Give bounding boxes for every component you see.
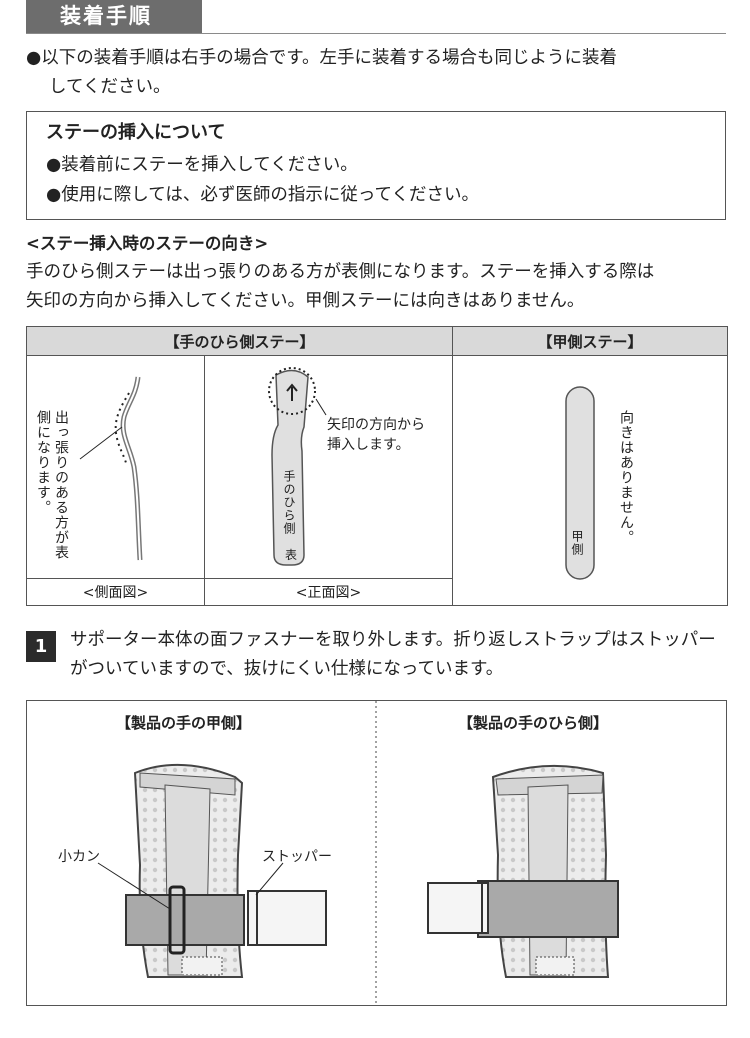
back-stay-header: 【甲側ステー】 bbox=[452, 326, 729, 356]
side-note: 出っ張りのある方が表側になります。 bbox=[35, 410, 69, 560]
illustration-box bbox=[26, 700, 727, 1006]
back-stay-note: 向きはありません。 bbox=[618, 410, 634, 545]
palm-stay-header: 【手のひら側ステー】 bbox=[25, 326, 454, 356]
product-back-illustration bbox=[97, 763, 327, 978]
direction-heading: <ステー挿入時のステーの向き> bbox=[26, 234, 269, 253]
illustration-divider bbox=[375, 701, 377, 1005]
palm-stay-text: 手のひら側 bbox=[282, 470, 296, 535]
step1-line-2: がついていますので、抜けにくい仕様になっています。 bbox=[70, 659, 504, 679]
stay-insertion-box bbox=[26, 111, 726, 220]
back-stay-drawing bbox=[565, 386, 595, 580]
side-view-caption: <側面図> bbox=[26, 578, 205, 606]
step1-line-1: サポーター本体の面ファスナーを取り外します。折り返しストラップはストッパー bbox=[70, 630, 716, 650]
direction-line-2: 矢印の方向から挿入してください。甲側ステーには向きはありません。 bbox=[26, 291, 585, 311]
palm-stay-drawing bbox=[268, 367, 327, 566]
product-palm-illustration bbox=[427, 764, 619, 978]
palm-side-caption: 【製品の手のひら側】 bbox=[458, 714, 609, 732]
ring-label: 小カン bbox=[58, 849, 100, 865]
direction-line-1: 手のひら側ステーは出っ張りのある方が表側になります。ステーを挿入する際は bbox=[26, 262, 655, 282]
stay-box-title: ステーの挿入について bbox=[46, 122, 226, 143]
front-view-caption: <正面図> bbox=[203, 578, 454, 606]
section-header: 装着手順 bbox=[26, 0, 202, 33]
back-stay-text: 甲側 bbox=[570, 530, 584, 556]
arrow-note-line-2: 挿入します。 bbox=[327, 437, 410, 453]
palm-stay-face: 表 bbox=[285, 548, 298, 562]
side-view-drawing bbox=[79, 376, 143, 561]
back-side-caption: 【製品の手の甲側】 bbox=[116, 714, 252, 732]
arrow-note-line-1: 矢印の方向から bbox=[327, 417, 425, 433]
stay-box-item-1: 装着前にステーを挿入してください。 bbox=[46, 151, 357, 180]
intro-line-1: 以下の装着手順は右手の場合です。左手に装着する場合も同じように装着 bbox=[26, 44, 617, 73]
stay-box-item-2: 使用に際しては、必ず医師の指示に従ってください。 bbox=[46, 181, 479, 210]
header-divider bbox=[26, 33, 726, 34]
step-number-badge: 1 bbox=[26, 631, 56, 662]
intro-line-2: してください。 bbox=[49, 77, 171, 97]
stopper-label: ストッパー bbox=[262, 849, 332, 865]
